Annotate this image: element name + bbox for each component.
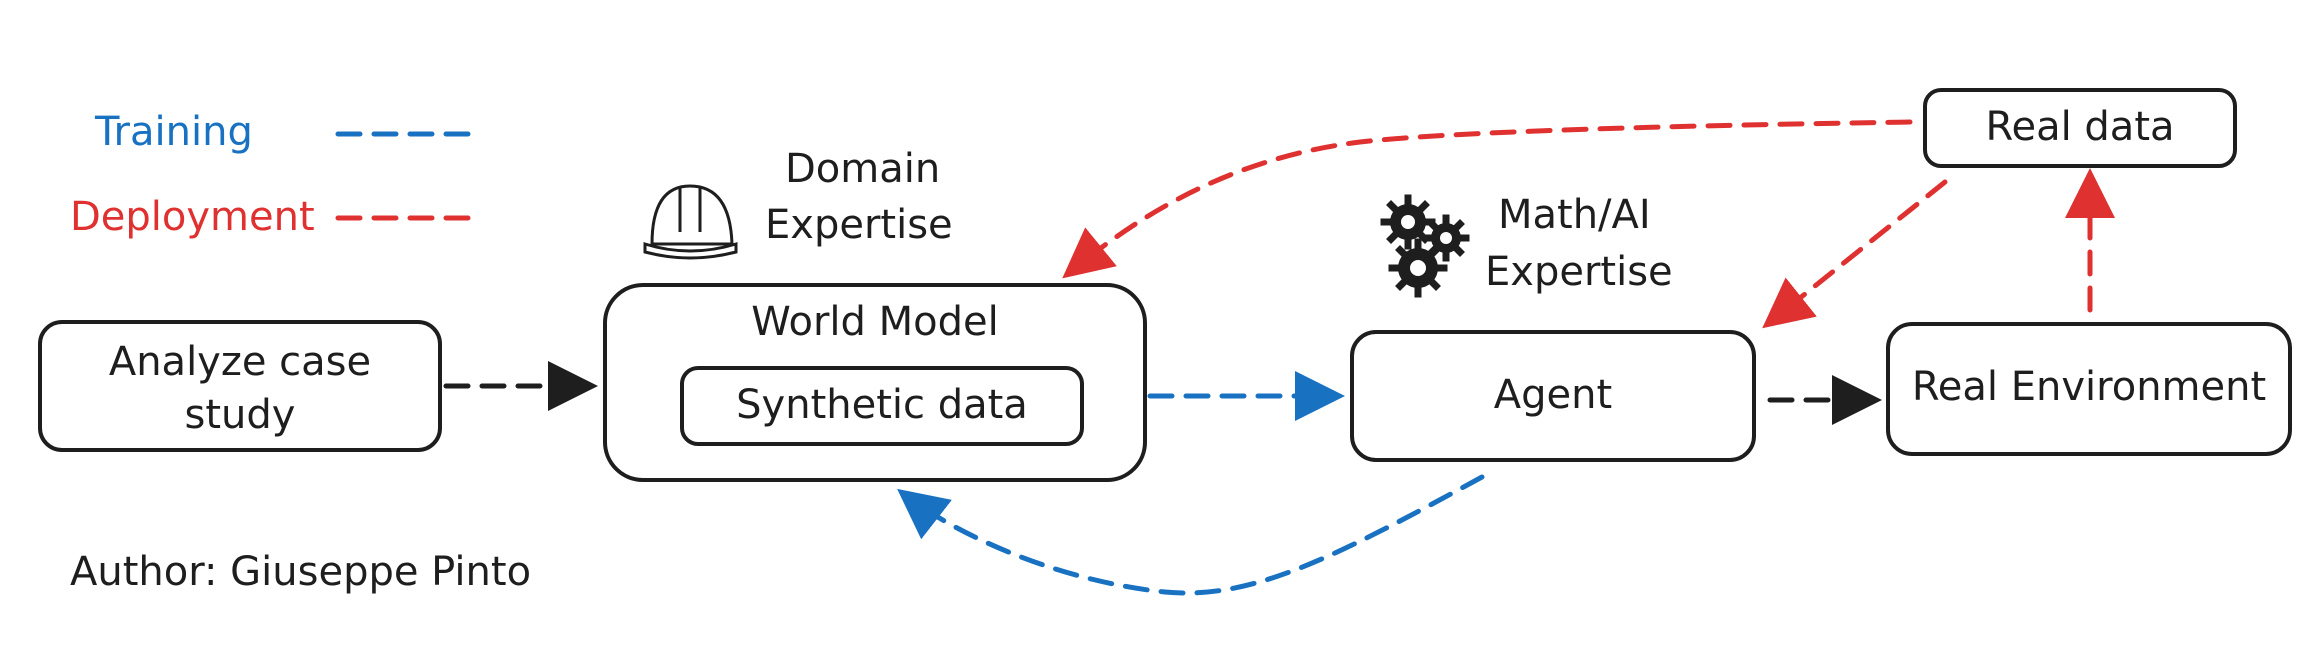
real-data-box [1923, 88, 2237, 168]
domain-expertise-line1: Domain [785, 146, 940, 192]
analyze-case-study-box [38, 320, 442, 452]
gears-icon [1380, 194, 1470, 298]
arrow-agent-to-world-model [897, 474, 1485, 596]
analyze-case-study-line1: Analyze case [109, 339, 371, 385]
agent-label: Agent [1494, 372, 1612, 418]
hard-hat-icon [643, 184, 738, 260]
legend-deployment-label: Deployment [70, 194, 315, 240]
analyze-case-study-line2: study [185, 392, 296, 438]
math-ai-expertise-line1: Math/AI [1498, 192, 1651, 238]
arrow-real-data-to-agent [1762, 179, 1948, 329]
real-data-label: Real data [1985, 104, 2174, 150]
legend-training-label: Training [94, 109, 253, 155]
domain-expertise-line2: Expertise [765, 202, 953, 248]
arrow-real-data-to-world-model [1062, 119, 1913, 279]
world-model-label: World Model [751, 299, 998, 345]
math-ai-expertise-line2: Expertise [1485, 249, 1673, 295]
agent-box [1350, 330, 1756, 462]
author-label: Author: Giuseppe Pinto [70, 549, 531, 595]
synthetic-data-label: Synthetic data [736, 382, 1028, 428]
synthetic-data-box [680, 366, 1084, 446]
real-environment-label: Real Environment [1912, 364, 2266, 410]
real-environment-box [1886, 322, 2292, 456]
